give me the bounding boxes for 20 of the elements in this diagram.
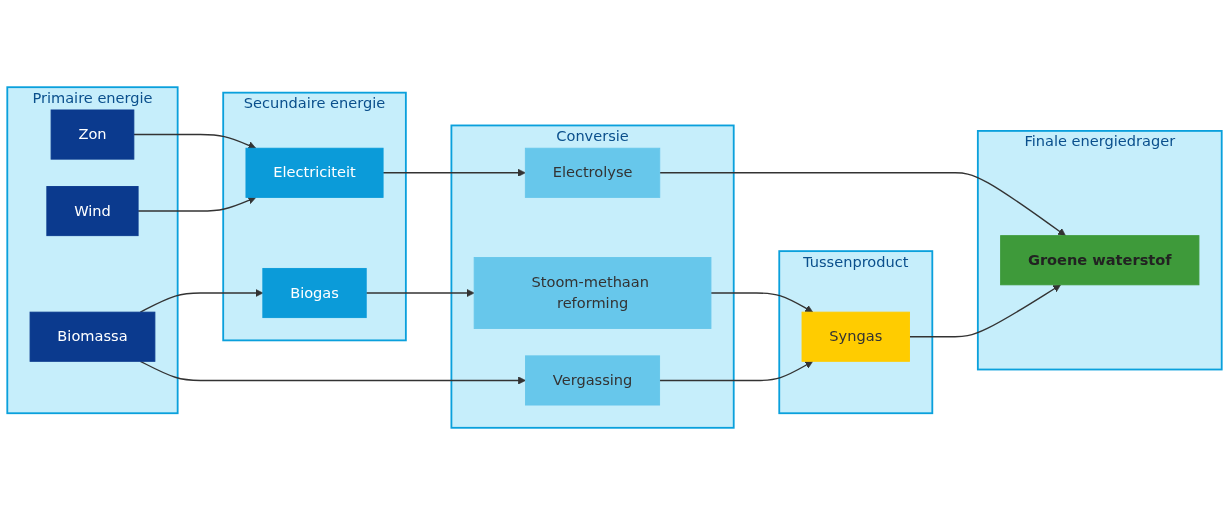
arrow [133, 133, 257, 150]
arrow [139, 289, 264, 313]
arrow [710, 292, 814, 313]
arrow [139, 360, 526, 385]
node-box: Groene waterstof [1000, 235, 1200, 286]
arrow [365, 289, 475, 297]
node-box: Biomassa [29, 311, 156, 362]
arrow [382, 168, 526, 177]
arrow [658, 360, 814, 382]
arrow [137, 196, 257, 212]
node-box: Vergassing [525, 355, 661, 406]
node-box: Electrolyse [524, 147, 661, 198]
node-box: Stoom-methaan reforming [473, 257, 712, 329]
node-box: Zon [50, 109, 135, 160]
node-box: Biogas [262, 267, 367, 319]
arrow [908, 284, 1061, 338]
node-box: Wind [46, 186, 139, 237]
node-box: Electriciteit [245, 147, 384, 198]
node-box: Syngas [801, 311, 910, 362]
arrow [659, 172, 1066, 236]
